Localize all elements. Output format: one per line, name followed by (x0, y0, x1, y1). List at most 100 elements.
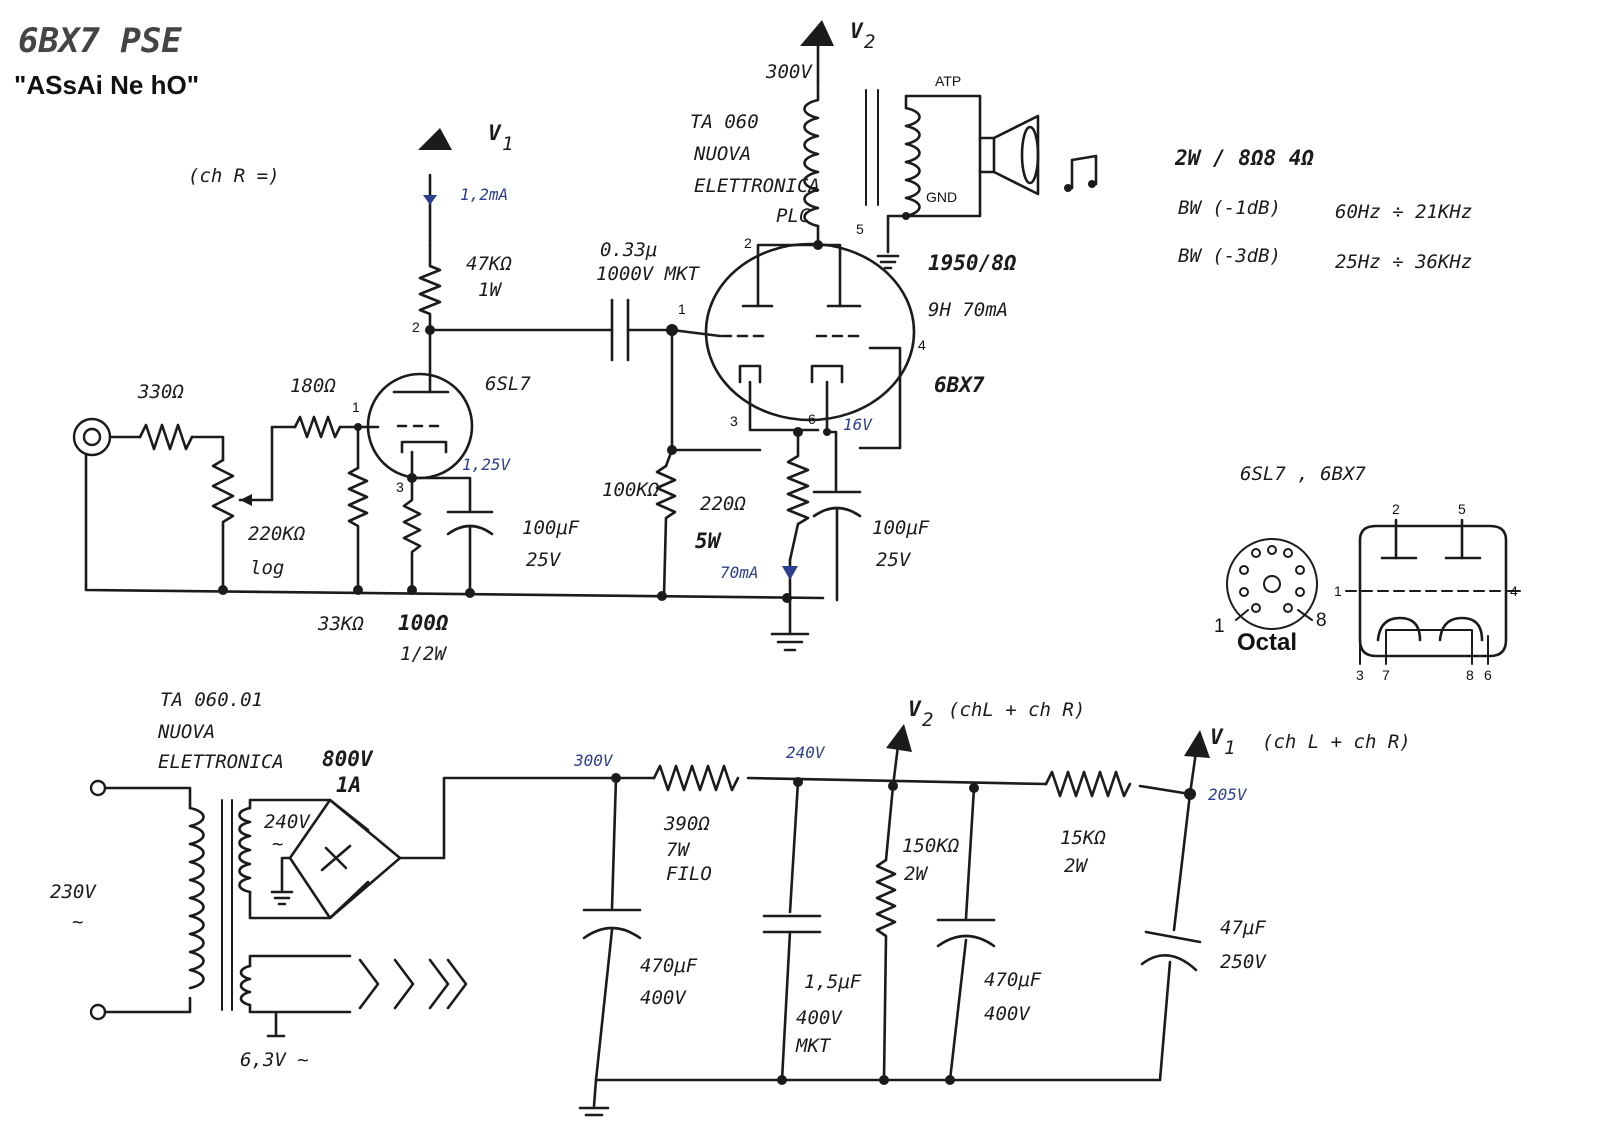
psu-v2-subscript: 2 (922, 709, 933, 731)
psu-ground-icon (578, 1106, 610, 1117)
label-pt-maker2: ELETTRONICA (158, 751, 284, 773)
psu-resistor-390 (652, 764, 740, 792)
label-r-plate: 47KΩ (466, 253, 512, 275)
pinout-title: 6SL7 , 6BX7 (1240, 463, 1366, 485)
label-ot-maker2: ELETTRONICA (694, 175, 820, 197)
label-psu-c3: 470μF (984, 969, 1042, 991)
psu-v2-note: (chL + ch R) (948, 699, 1085, 721)
psu-capacitor-c4 (1140, 930, 1202, 972)
label-psu-r2: 150KΩ (902, 835, 960, 857)
psu-v1-label: V (1210, 725, 1224, 749)
label-ot-maker1: NUOVA (693, 143, 751, 165)
psu-v1-subscript: 1 (1224, 737, 1235, 759)
label-v-240: 240V (786, 743, 826, 762)
cathode-resistor-1 (402, 476, 422, 592)
double-triode-symbol-icon (1345, 518, 1521, 665)
label-cathode2-v: 16V (843, 415, 873, 434)
label-c-coupling: 0.33μ (600, 239, 657, 261)
label-psu-c4: 47μF (1220, 917, 1266, 939)
label-r-cathode2: 220Ω (700, 493, 746, 515)
pin-3-6sl7: 3 (396, 479, 404, 495)
v1-label: V (488, 121, 502, 145)
pinout-pin-6: 6 (1484, 667, 1492, 683)
label-mains-ac: ~ (72, 911, 83, 933)
bw3-range: 25Hz ÷ 36KHz (1335, 251, 1472, 273)
music-note-icon (1070, 154, 1098, 190)
label-psu-r3-w: 2W (1064, 855, 1088, 877)
amplifier-stage: V 1 (72, 19, 1098, 665)
label-psu-c4-v: 250V (1220, 951, 1267, 973)
pin-6-6bx7: 6 (808, 411, 816, 427)
label-ot-supply: 300V (765, 61, 813, 83)
label-tube1: 6SL7 (485, 373, 531, 395)
v1-tap-arrow-icon (1184, 730, 1210, 758)
label-tube2: 6BX7 (934, 373, 985, 397)
label-ot-plate: PLC (776, 205, 811, 227)
psu-capacitor-c1 (582, 908, 642, 940)
pin-3-6bx7: 3 (730, 413, 738, 429)
socket-pin-8: 8 (1316, 610, 1327, 631)
pinout-pin-8: 8 (1466, 667, 1474, 683)
label-r-in: 330Ω (137, 381, 184, 403)
pinout-pin-5: 5 (1458, 501, 1466, 517)
socket-pin-1: 1 (1214, 616, 1225, 637)
octal-label: Octal (1237, 629, 1297, 656)
pin-1-6sl7: 1 (352, 399, 360, 415)
label-psu-r1: 390Ω (663, 813, 710, 835)
volume-potentiometer (211, 458, 235, 592)
label-r-plate-w: 1W (478, 279, 502, 301)
label-psu-c2-type: MKT (795, 1035, 832, 1057)
label-r-grid: 180Ω (290, 375, 336, 397)
label-pot-taper: log (250, 557, 284, 579)
schematic-title: 6BX7 PSE (18, 21, 182, 61)
bw1-range: 60Hz ÷ 21KHz (1335, 201, 1472, 223)
label-cathode1-v: 1,25V (462, 455, 512, 474)
psu-v1-note: (ch L + ch R) (1262, 731, 1411, 753)
label-sec-fil: 6,3V ~ (240, 1049, 309, 1071)
tube-6sl7-icon (366, 372, 474, 480)
label-ot-atp: ATP (935, 73, 961, 89)
label-psu-c1-v: 400V (640, 987, 687, 1009)
mains-terminal-icon (89, 779, 107, 797)
label-psu-c2: 1,5μF (804, 971, 862, 993)
label-psu-r3: 15KΩ (1060, 827, 1106, 849)
label-c-coupling-type: 1000V MKT (596, 263, 701, 285)
label-c-bypass1-v: 25V (526, 549, 562, 571)
pinout-pin-2: 2 (1392, 501, 1400, 517)
label-r-grid2: 100KΩ (602, 479, 660, 501)
filament-connector-icon (358, 958, 468, 1010)
v1-subscript: 1 (502, 133, 513, 155)
label-c-bypass2-v: 25V (876, 549, 912, 571)
plate-resistor (418, 243, 442, 332)
mains-transformer-primary (188, 806, 205, 990)
v2-label: V (850, 19, 864, 43)
label-v-205: 205V (1208, 785, 1248, 804)
label-c-bypass2: 100μF (872, 517, 930, 539)
grid-leak-resistor (347, 466, 369, 592)
mains-terminal-icon (89, 1003, 107, 1021)
pinout-pin-1: 1 (1334, 583, 1342, 599)
label-ot-spec: 9H 70mA (928, 299, 1008, 321)
pin-2-6sl7: 2 (412, 319, 420, 335)
psu-v2-label: V (908, 697, 922, 721)
label-r-cathode1-w: 1/2W (400, 643, 447, 665)
label-psu-r1-type: FILO (666, 863, 712, 885)
label-bridge: 800V (322, 747, 374, 771)
schematic-subtitle: "ASsAi Ne hO" (14, 70, 199, 100)
label-c-bypass1: 100μF (522, 517, 580, 539)
pinout-pin-4: 4 (1510, 583, 1518, 599)
label-r-cathode1: 100Ω (398, 611, 449, 635)
pinout-pin-3: 3 (1356, 667, 1364, 683)
label-ot-gnd: GND (926, 189, 957, 205)
label-pt-model: TA 060.01 (160, 689, 263, 711)
bypass-capacitor-2 (812, 506, 862, 518)
pin-2-6bx7: 2 (744, 235, 752, 251)
tube-6bx7-icon (704, 242, 916, 422)
psu-bleeder-resistor (875, 858, 897, 1082)
bw3-label: BW (-3dB) (1178, 245, 1281, 267)
label-r-cathode2-w: 5W (695, 529, 723, 553)
label-v-300: 300V (573, 751, 614, 770)
bridge-rectifier-icon (288, 798, 402, 920)
label-psu-r1-w: 7W (666, 839, 690, 861)
